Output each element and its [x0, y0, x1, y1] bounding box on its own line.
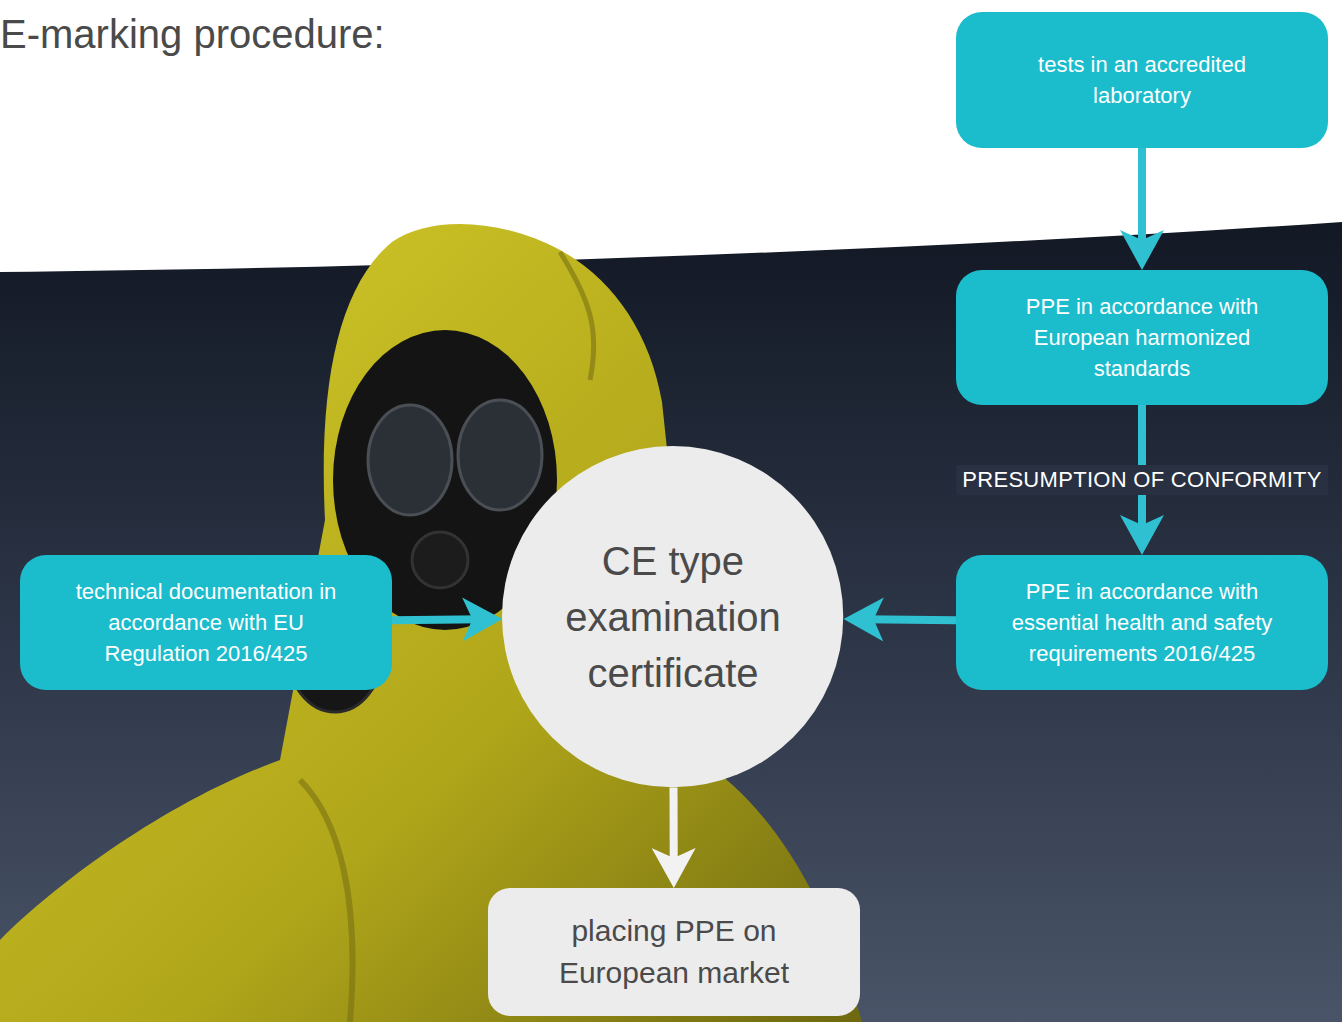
mask-lens	[458, 400, 542, 510]
mask-lens	[368, 405, 452, 515]
page-title: E-marking procedure:	[0, 12, 385, 57]
hazmat-suit	[0, 224, 862, 1022]
arrow-connector	[864, 619, 956, 620]
arrow-connector	[1138, 148, 1146, 250]
process-box: PPE in accordance with essential health …	[956, 555, 1328, 690]
node-text: technical documentation in accordance wi…	[56, 576, 356, 669]
node-text: PPE in accordance with European harmoniz…	[992, 291, 1292, 384]
arrow-connector	[670, 788, 678, 868]
process-box: PPE in accordance with European harmoniz…	[956, 270, 1328, 405]
node-text: placing PPE on European market	[524, 910, 824, 994]
certificate-circle: CE type examination certificate	[502, 446, 843, 787]
process-box: placing PPE on European market	[488, 888, 860, 1016]
dark-band	[0, 222, 1342, 1022]
suit-fold	[300, 780, 353, 1022]
mask-valve	[412, 532, 468, 588]
circle-fill	[502, 446, 843, 787]
node-text: tests in an accredited laboratory	[992, 49, 1292, 111]
process-box: technical documentation in accordance wi…	[20, 555, 392, 690]
node-text: PPE in accordance with essential health …	[992, 576, 1292, 669]
process-box: tests in an accredited laboratory	[956, 12, 1328, 148]
node-text: CE type examination certificate	[542, 533, 804, 701]
hood-seam	[560, 252, 594, 380]
edge-label: PRESUMPTION OF CONFORMITY	[956, 465, 1328, 495]
arrow-connector	[392, 619, 482, 620]
